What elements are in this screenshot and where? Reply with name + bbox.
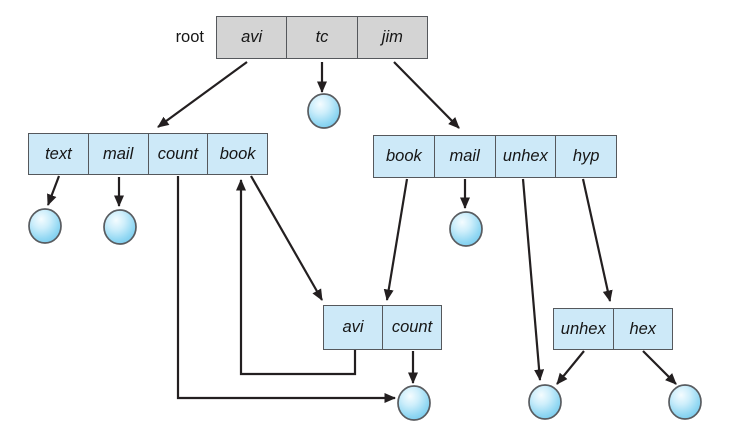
- book-cell-count: count: [391, 318, 433, 337]
- edge-dirbook-avi-cycle-to-book: [236, 179, 357, 376]
- root-cell-tc: tc: [287, 17, 358, 58]
- hyp-cell-unhex: unhex: [554, 309, 614, 349]
- edge-hex-to-hex-file: [642, 350, 677, 385]
- edge-text-to-text-file: [46, 175, 61, 206]
- jim-cell-hyp: hyp: [572, 147, 600, 166]
- avi-cell-mail: mail: [89, 134, 149, 174]
- avi-directory-table: text mail count book: [28, 133, 268, 175]
- jim-cell-book: book: [374, 136, 435, 177]
- root-cell-jim: jim: [381, 28, 403, 47]
- edge-root-avi-to-dir-avi: [157, 61, 248, 128]
- hyp-cell-hex: hex: [629, 319, 657, 338]
- jim-directory-table: book mail unhex hyp: [373, 135, 617, 178]
- jim-cell-unhex: unhex: [496, 136, 557, 177]
- book-cell-avi: avi: [324, 306, 383, 349]
- edge-book-to-dir-book: [250, 175, 323, 301]
- edge-hyp-to-dir-hyp: [581, 178, 613, 302]
- edge-count-to-count-file: [176, 176, 396, 403]
- text-file-circle: [28, 208, 62, 244]
- root-directory-table: avi tc jim: [216, 16, 428, 59]
- avi-cell-text: text: [29, 134, 89, 174]
- avi-cell-count: count: [149, 134, 209, 174]
- book-directory-table: avi count: [323, 305, 442, 350]
- edge-jim-book-to-dir-book: [383, 178, 409, 301]
- hex-file-circle: [668, 384, 702, 420]
- root-label: root: [175, 28, 204, 46]
- jim-cell-mail: mail: [435, 136, 496, 177]
- avi-cell-book: book: [219, 144, 256, 163]
- edge-jim-unhex-to-unhex-file: [521, 178, 545, 381]
- hyp-directory-table: unhex hex: [553, 308, 673, 350]
- mail-file-left-circle: [103, 209, 137, 245]
- edge-dirhyp-unhex-to-unhex-file: [556, 350, 585, 385]
- tc-file-circle: [307, 93, 341, 129]
- unhex-file-circle: [528, 384, 562, 420]
- edge-root-jim-to-dir-jim: [393, 61, 460, 129]
- count-file-circle: [397, 385, 431, 421]
- root-cell-avi: avi: [217, 17, 288, 58]
- mail-file-right-circle: [449, 211, 483, 247]
